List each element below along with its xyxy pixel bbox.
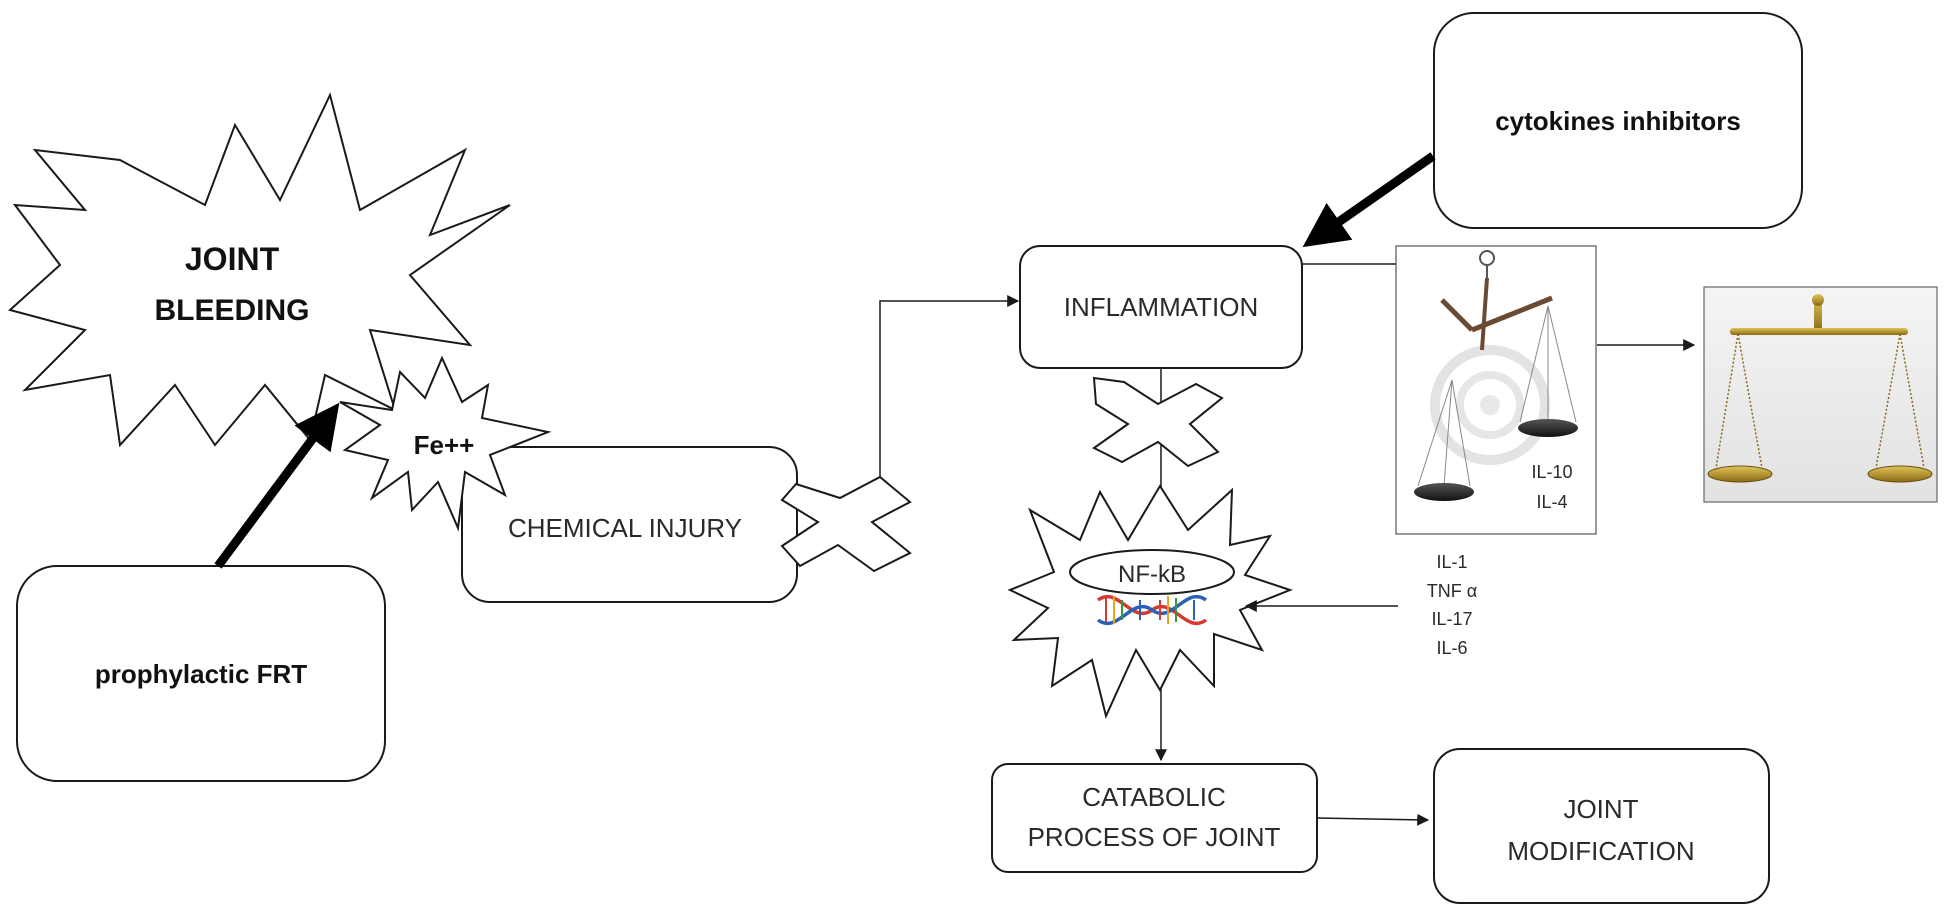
il-4-label: IL-4 xyxy=(1536,492,1567,512)
inflammation-label: INFLAMMATION xyxy=(1064,292,1259,322)
chemical-injury-node: CHEMICAL INJURY xyxy=(461,446,798,603)
nfkb-label: NF-kB xyxy=(1118,561,1186,588)
cytokines-inhibitors-box xyxy=(1433,12,1803,229)
il-10-label: IL-10 xyxy=(1531,462,1572,482)
cross-block-icon xyxy=(780,475,912,573)
inhibitors-to-inflammation-arrow xyxy=(1302,152,1436,248)
prophylactic-to-bleeding-arrow xyxy=(214,402,340,569)
nfkb-ellipse xyxy=(1069,549,1235,595)
catabolic-process-box xyxy=(991,763,1318,873)
joint-modification-box xyxy=(1433,748,1770,904)
il-6-label: IL-6 xyxy=(1436,638,1467,658)
chemical-to-inflammation-arrow xyxy=(879,295,1020,490)
cross-block-icon-2 xyxy=(1092,376,1224,468)
cytokines-inhibitors-node: cytokines inhibitors xyxy=(1433,12,1803,229)
joint-modification-line2: MODIFICATION xyxy=(1507,836,1694,866)
prophylactic-frt-box xyxy=(16,565,386,782)
catabolic-process-node: CATABOLIC PROCESS OF JOINT xyxy=(991,763,1318,873)
chemical-injury-box xyxy=(461,446,798,603)
cross-block-upper xyxy=(1092,376,1224,468)
fe-burst-shape xyxy=(339,355,552,532)
prophylactic-frt-node: prophylactic FRT xyxy=(16,565,386,782)
joint-modification-line1: JOINT xyxy=(1563,794,1638,824)
tnf-alpha-label: TNF α xyxy=(1427,581,1477,601)
joint-bleeding-line1: JOINT xyxy=(185,241,280,277)
cytokines-inhibitors-label: cytokines inhibitors xyxy=(1495,106,1741,136)
balanced-scale-icon xyxy=(1703,286,1938,503)
catabolic-line1: CATABOLIC xyxy=(1082,782,1226,812)
pro-inflammatory-cytokines: IL-1 TNF α IL-17 IL-6 xyxy=(1427,552,1477,658)
joint-bleeding-burst: JOINT BLEEDING xyxy=(7,92,511,448)
il-1-label: IL-1 xyxy=(1436,552,1467,572)
unbalanced-scale-icon: IL-10 IL-4 xyxy=(1395,245,1597,535)
nfkb-burst-shape xyxy=(1007,484,1293,720)
chemical-injury-label: CHEMICAL INJURY xyxy=(508,513,742,543)
cross-block-left xyxy=(780,475,912,573)
catabolic-to-modification-arrow xyxy=(1316,813,1430,826)
inflammation-node: INFLAMMATION xyxy=(1019,245,1303,369)
joint-modification-node: JOINT MODIFICATION xyxy=(1433,748,1770,904)
fe-burst: Fe++ xyxy=(339,355,552,532)
dna-helix-icon xyxy=(1096,594,1208,626)
fe-label: Fe++ xyxy=(414,430,475,460)
catabolic-line2: PROCESS OF JOINT xyxy=(1028,822,1281,852)
joint-bleeding-line2: BLEEDING xyxy=(154,294,309,327)
prophylactic-frt-label: prophylactic FRT xyxy=(95,659,307,689)
nfkb-burst: NF-kB xyxy=(1007,484,1293,720)
il-17-label: IL-17 xyxy=(1431,609,1472,629)
